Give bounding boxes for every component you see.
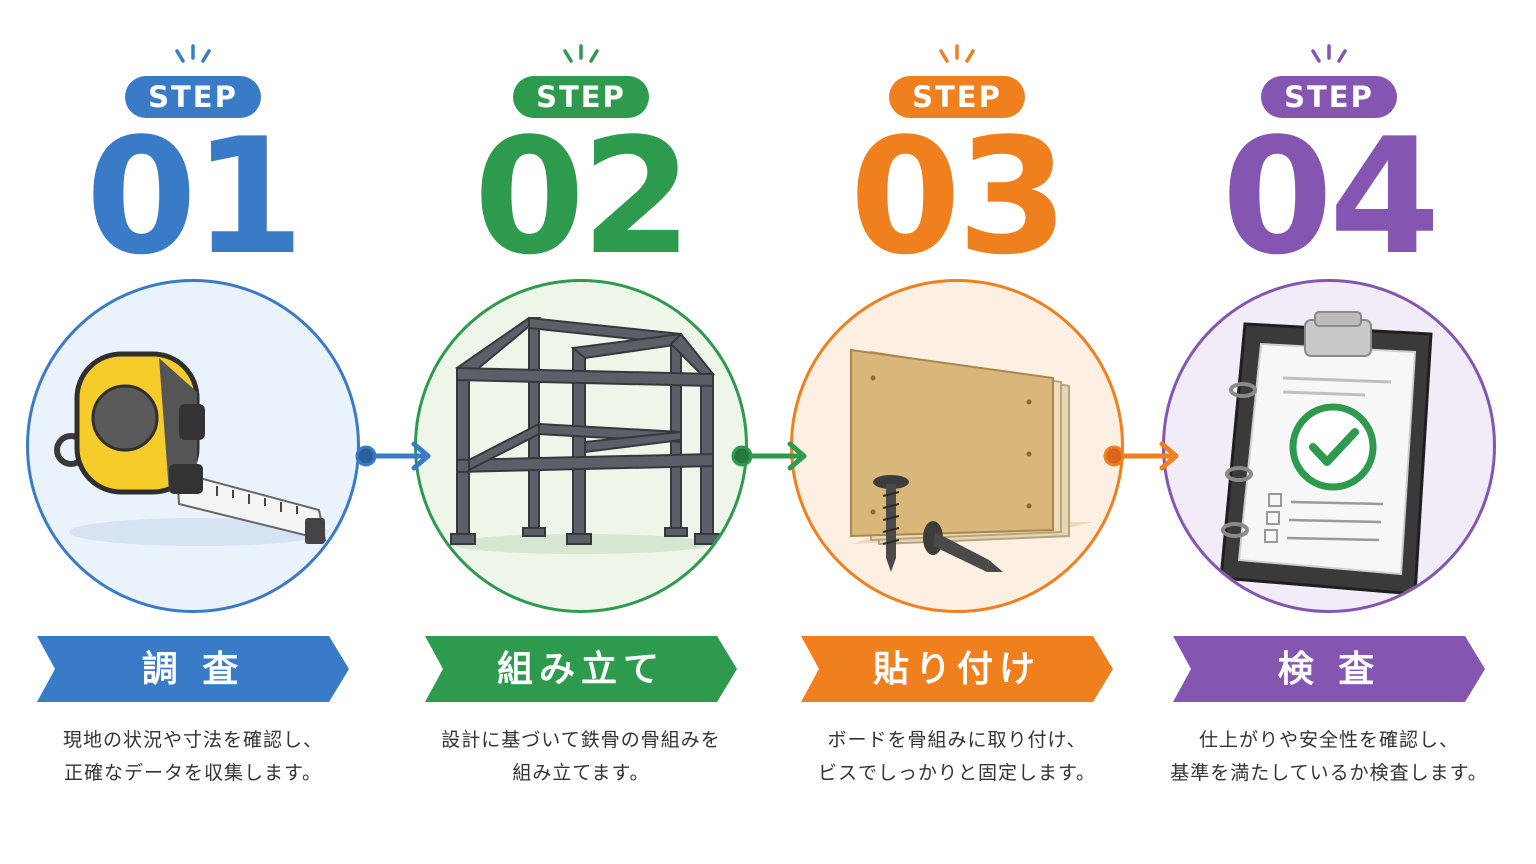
highlight-rays-icon — [1311, 44, 1347, 63]
highlight-rays-icon — [563, 44, 599, 63]
step-description: 現地の状況や寸法を確認し、 正確なデータを収集します。 — [8, 724, 378, 790]
step-number: 01 — [85, 103, 305, 290]
step-pill: STEP — [513, 76, 649, 118]
board-and-screws-icon — [850, 348, 1093, 572]
highlight-rays-icon — [175, 44, 211, 63]
step-title-banner: 調 査 — [37, 636, 349, 702]
step-number: 04 — [1221, 103, 1441, 290]
step-title-banner: 検 査 — [1173, 636, 1485, 702]
clipboard-check-icon — [1219, 311, 1433, 596]
step-02: STEP 02 — [396, 0, 766, 864]
step-description: 設計に基づいて鉄骨の骨組みを 組み立てます。 — [396, 724, 766, 790]
flow-arrow-icon — [355, 441, 431, 471]
tape-measure-icon — [54, 351, 329, 546]
step-title: 組み立て — [496, 649, 665, 690]
description-line: ビスでしっかりと固定します。 — [817, 762, 1097, 784]
step-title: 検 査 — [1277, 649, 1381, 690]
step-title-banner: 貼り付け — [801, 636, 1113, 702]
step-number: 02 — [473, 103, 693, 290]
step-illustration-circle — [1162, 279, 1496, 613]
step-illustration-circle — [414, 279, 748, 613]
step-pill: STEP — [125, 76, 261, 118]
step-pill: STEP — [1261, 76, 1397, 118]
step-01: STEP 01 調 査 現地 — [8, 0, 378, 864]
step-title: 貼り付け — [872, 649, 1041, 690]
step-04: STEP 04 — [1144, 0, 1514, 864]
description-line: 設計に基づいて鉄骨の骨組みを — [441, 729, 721, 751]
description-line: 現地の状況や寸法を確認し、 — [62, 729, 323, 751]
step-illustration-circle — [26, 279, 360, 613]
description-line: ボードを骨組みに取り付け、 — [827, 729, 1087, 751]
step-description: 仕上がりや安全性を確認し、 基準を満たしているか検査します。 — [1144, 724, 1514, 790]
step-description: ボードを骨組みに取り付け、 ビスでしっかりと固定します。 — [772, 724, 1142, 790]
step-03: STEP 03 — [772, 0, 1142, 864]
description-line: 組み立てます。 — [512, 762, 650, 784]
description-line: 仕上がりや安全性を確認し、 — [1198, 729, 1459, 751]
step-title-banner: 組み立て — [425, 636, 737, 702]
description-line: 正確なデータを収集します。 — [63, 762, 323, 784]
description-line: 基準を満たしているか検査します。 — [1170, 762, 1488, 784]
step-pill: STEP — [889, 76, 1025, 118]
flow-arrow-icon — [731, 441, 807, 471]
step-number: 03 — [849, 103, 1069, 290]
flow-arrow-icon — [1103, 441, 1179, 471]
step-title: 調 査 — [141, 649, 245, 690]
highlight-rays-icon — [939, 44, 975, 63]
steel-frame-icon — [450, 316, 720, 554]
step-illustration-circle — [790, 279, 1124, 613]
